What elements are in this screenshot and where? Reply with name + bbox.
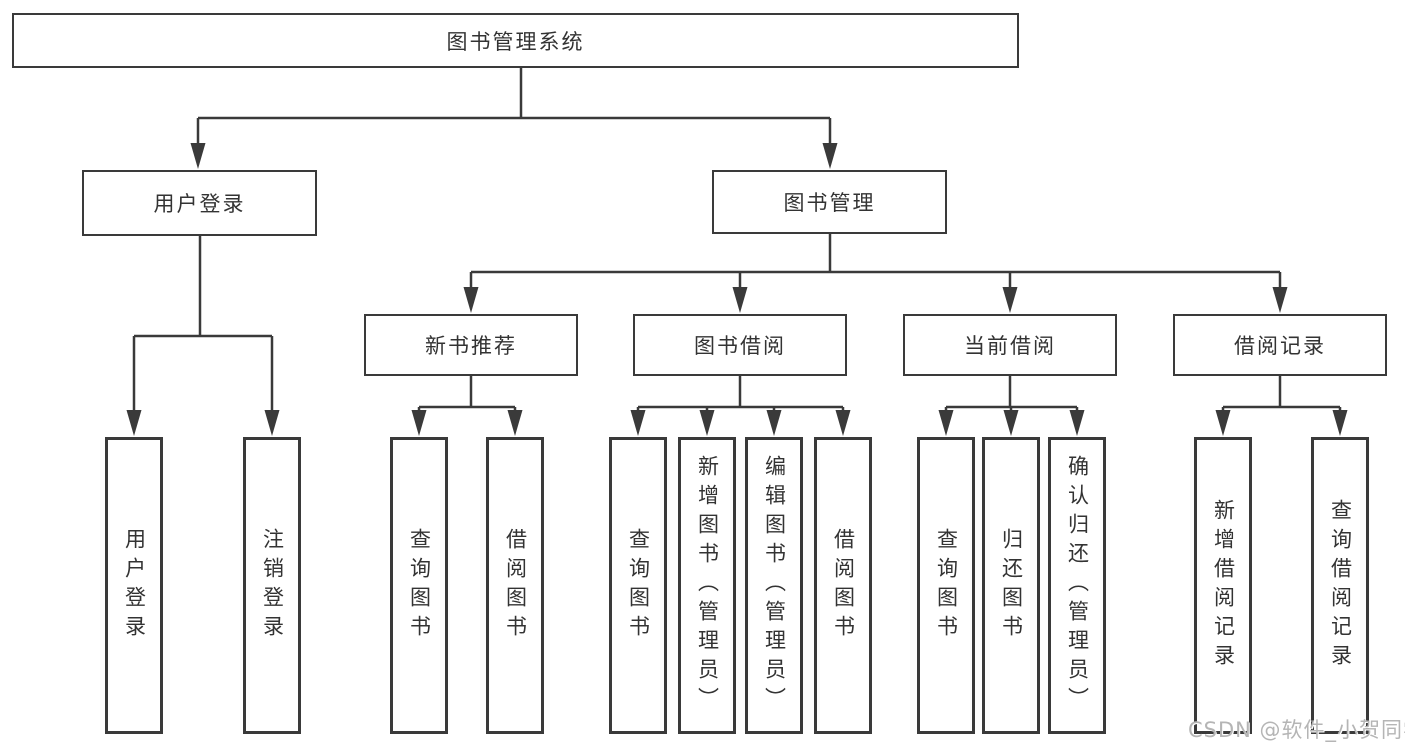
csdn-watermark: CSDN @软件_小贺同学 — [1188, 718, 1405, 742]
leaf-label: 查询图书 — [626, 527, 651, 644]
node-book-management: 图书管理 — [712, 170, 947, 234]
leaf-query-books-3: 查询图书 — [917, 437, 975, 734]
leaf-label: 用户登录 — [122, 527, 147, 644]
leaf-label: 确认归还（管理员） — [1065, 455, 1090, 716]
node-label: 用户登录 — [153, 192, 246, 216]
leaf-query-books-2: 查询图书 — [609, 437, 667, 734]
node-label: 当前借阅 — [964, 334, 1056, 358]
node-label: 新书推荐 — [425, 334, 517, 358]
node-root-library-system: 图书管理系统 — [12, 13, 1019, 68]
node-current-borrowing: 当前借阅 — [903, 314, 1117, 376]
node-book-borrowing: 图书借阅 — [633, 314, 847, 376]
leaf-borrow-books-1: 借阅图书 — [486, 437, 544, 734]
leaf-add-borrow-record: 新增借阅记录 — [1194, 437, 1252, 734]
node-label: 图书借阅 — [694, 334, 786, 358]
leaf-label: 注销登录 — [260, 527, 285, 644]
leaf-return-book: 归还图书 — [982, 437, 1040, 734]
leaf-confirm-return-admin: 确认归还（管理员） — [1048, 437, 1106, 734]
leaf-user-login: 用户登录 — [105, 437, 163, 734]
node-label: 图书管理系统 — [446, 29, 585, 54]
leaf-query-books-1: 查询图书 — [390, 437, 448, 734]
leaf-label: 编辑图书（管理员） — [762, 455, 787, 716]
leaf-label: 新增借阅记录 — [1211, 498, 1236, 673]
node-borrowing-records: 借阅记录 — [1173, 314, 1387, 376]
leaf-label: 新增图书（管理员） — [695, 455, 720, 716]
node-label: 图书管理 — [783, 191, 876, 215]
leaf-label: 归还图书 — [999, 527, 1024, 644]
leaf-borrow-books-2: 借阅图书 — [814, 437, 872, 734]
node-label: 借阅记录 — [1234, 334, 1326, 358]
leaf-label: 借阅图书 — [831, 527, 856, 644]
leaf-logout: 注销登录 — [243, 437, 301, 734]
leaf-query-borrow-record: 查询借阅记录 — [1311, 437, 1369, 734]
leaf-label: 借阅图书 — [503, 527, 528, 644]
leaf-label: 查询借阅记录 — [1328, 498, 1353, 673]
leaf-edit-book-admin: 编辑图书（管理员） — [745, 437, 803, 734]
node-new-book-recommendation: 新书推荐 — [364, 314, 578, 376]
leaf-add-book-admin: 新增图书（管理员） — [678, 437, 736, 734]
leaf-label: 查询图书 — [934, 527, 959, 644]
leaf-label: 查询图书 — [407, 527, 432, 644]
node-user-login: 用户登录 — [82, 170, 317, 236]
